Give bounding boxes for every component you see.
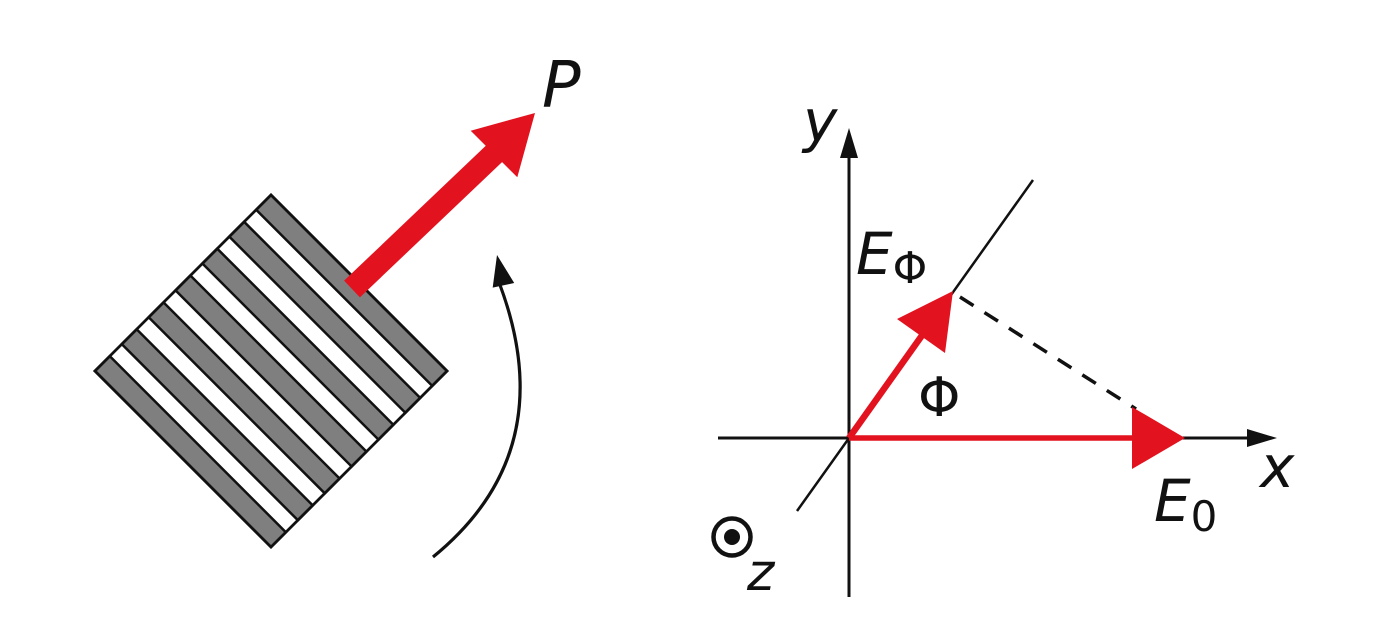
ephi-label-subscript: Φ <box>893 243 928 294</box>
polarization-axis-arrow-shaft <box>344 142 505 298</box>
e0-label-base: E <box>1154 467 1191 535</box>
x-axis-arrowhead <box>1247 429 1277 447</box>
e0-label-subscript: 0 <box>1191 492 1218 541</box>
polarization-axis-arrowhead <box>470 113 535 178</box>
ephi-vector <box>846 291 953 440</box>
ephi-vector-arrowhead <box>897 291 953 353</box>
ephi-vector-shaft <box>846 325 931 440</box>
polarizer-plate <box>92 192 450 550</box>
rotation-arrowhead <box>492 255 515 288</box>
polarization-arrow-label: P <box>542 49 581 123</box>
polarization-axis-arrow <box>344 113 535 298</box>
e0-vector <box>849 407 1185 469</box>
e0-label: E0 <box>1154 467 1217 541</box>
z-out-of-plane-icon <box>711 516 753 558</box>
ephi-label-base: E <box>856 220 893 288</box>
ephi-label: EΦ <box>856 220 927 294</box>
e0-vector-arrowhead <box>1132 407 1185 469</box>
x-axis-label: x <box>1258 433 1295 501</box>
z-icon-dot <box>724 529 740 545</box>
rotation-arrow <box>431 255 522 559</box>
y-axis-arrowhead <box>840 128 858 158</box>
projection-dashed-line <box>959 295 1137 411</box>
y-axis-label: y <box>801 87 838 155</box>
rotation-arrow-arc <box>431 284 522 559</box>
z-axis-label: z <box>746 543 776 603</box>
angle-label: Φ <box>918 366 961 429</box>
